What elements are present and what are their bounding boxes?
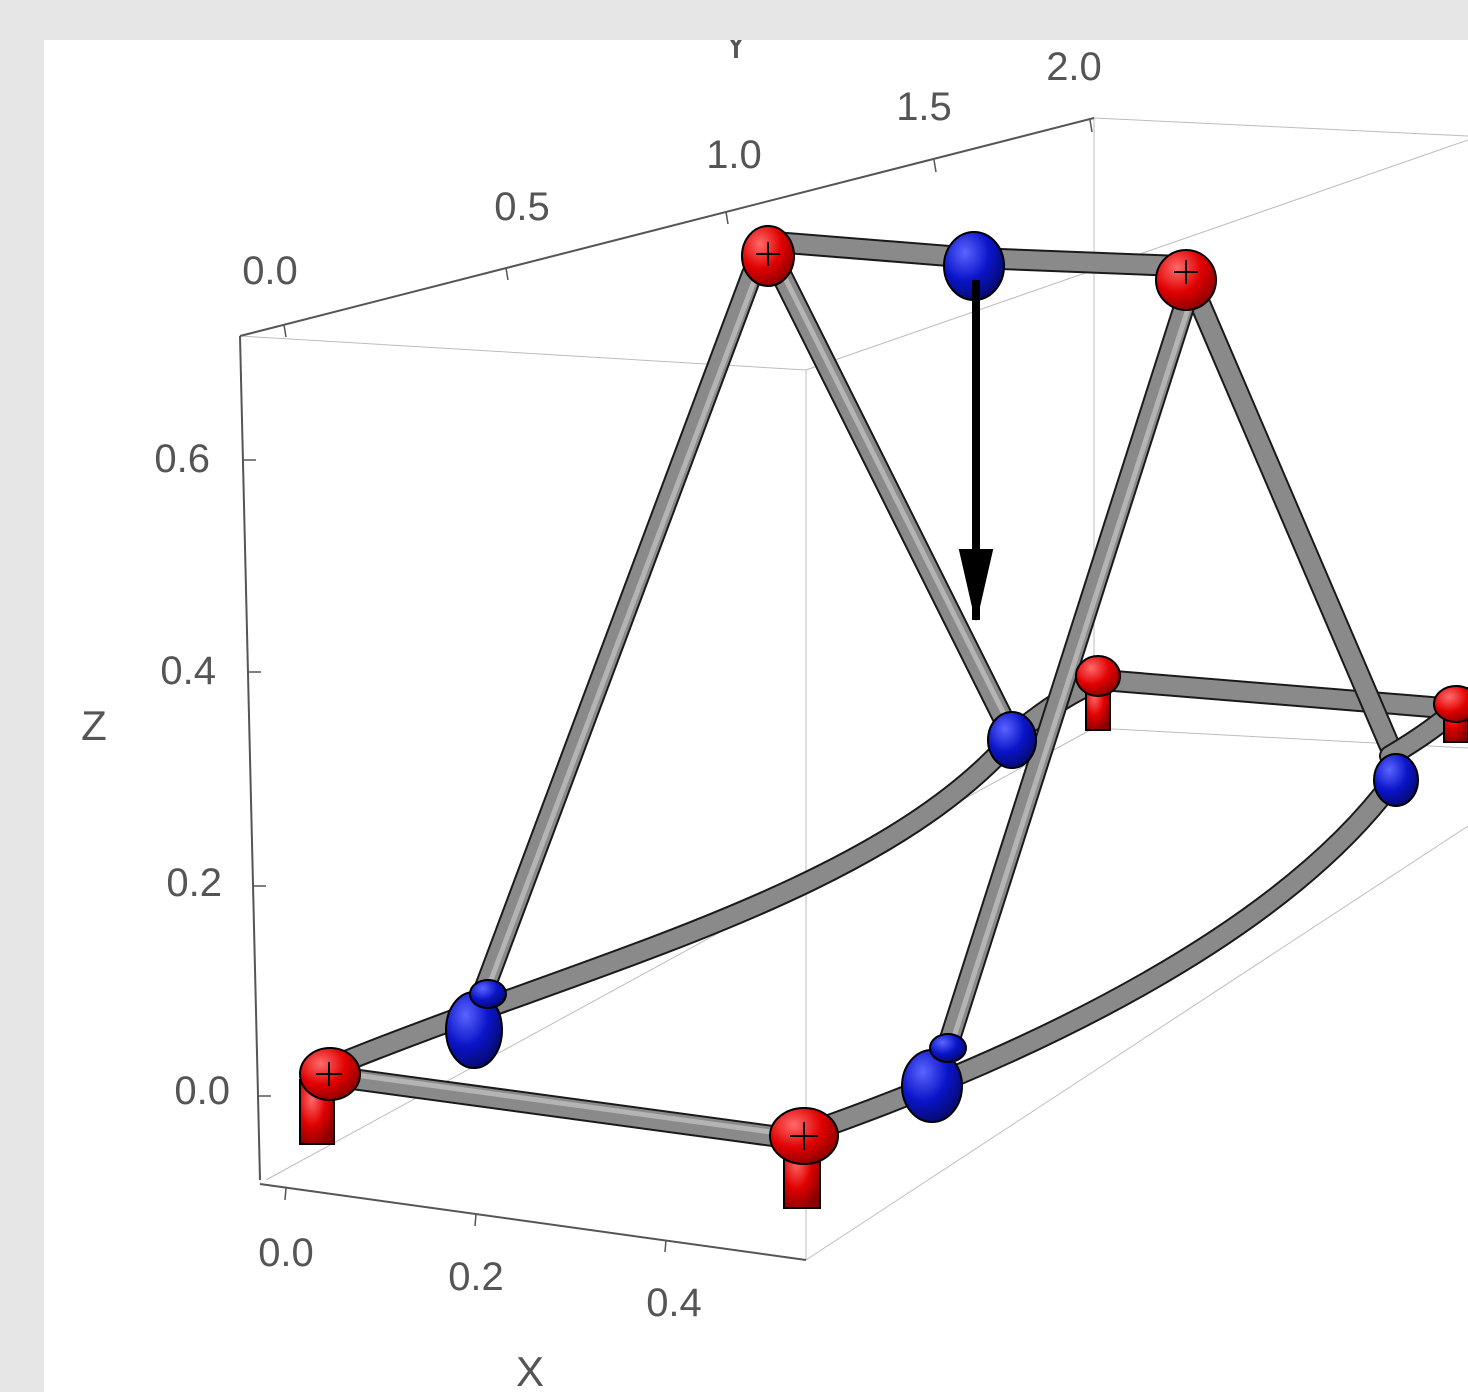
- y-axis-label: Y: [722, 40, 750, 67]
- rod-back-bottom: [1093, 671, 1468, 719]
- rod-curve-left: [315, 737, 1015, 1079]
- truss-rods-back: [763, 231, 1468, 767]
- fixed-joints: [299, 225, 1468, 1209]
- fixed-joint: [1075, 655, 1121, 731]
- y-tick-label: 0.5: [494, 185, 550, 229]
- z-tick-label: 0.6: [154, 437, 210, 481]
- y-axis-tick: [725, 211, 729, 225]
- free-joint: [1373, 753, 1419, 807]
- fixed-joint: [1433, 685, 1468, 743]
- y-axis-tick: [283, 324, 287, 338]
- free-joint: [445, 979, 507, 1069]
- y-axis-line: [239, 117, 1095, 337]
- rod-diagonal-right-front: [931, 279, 1199, 1079]
- box-edge: [805, 825, 1468, 1261]
- x-axis-tick: [664, 1239, 667, 1253]
- z-tick-label: 0.2: [166, 861, 222, 905]
- axes: 0.0 0.2 0.4 0.0 0.2 0.4 0.6 0.0 0.5 1.0 …: [81, 40, 1102, 1392]
- rod-bottom-front: [321, 1067, 811, 1149]
- rod-shine: [783, 277, 1013, 729]
- plot-viewport[interactable]: 0.0 0.2 0.4 0.0 0.2 0.4 0.6 0.0 0.5 1.0 …: [44, 40, 1468, 1392]
- free-joint: [901, 1033, 967, 1123]
- fixed-joint: [769, 1107, 839, 1209]
- y-axis-tick: [933, 159, 937, 173]
- truss-3d-plot: 0.0 0.2 0.4 0.0 0.2 0.4 0.6 0.0 0.5 1.0 …: [81, 40, 1468, 1392]
- rod-shine: [941, 287, 1197, 1071]
- x-axis-line: [259, 1183, 807, 1261]
- x-tick-label: 0.2: [448, 1255, 504, 1299]
- fixed-joint: [741, 225, 795, 287]
- rod-top-beam-right: [965, 249, 1189, 275]
- rod-shine: [331, 1069, 803, 1139]
- free-joints: [445, 231, 1419, 1123]
- z-tick-label: 0.0: [174, 1069, 230, 1113]
- y-axis-tick: [1089, 119, 1093, 133]
- y-tick-label: 0.0: [242, 249, 298, 293]
- x-axis-label: X: [516, 1348, 544, 1392]
- x-tick-label: 0.0: [258, 1231, 314, 1275]
- y-tick-label: 2.0: [1046, 45, 1102, 89]
- fixed-joint: [299, 1047, 361, 1145]
- z-axis-label: Z: [81, 702, 107, 749]
- free-joint: [987, 711, 1037, 769]
- fixed-joint: [1155, 249, 1217, 311]
- rod-shine: [485, 273, 759, 991]
- z-axis-line: [239, 335, 261, 1181]
- y-tick-label: 1.0: [706, 133, 762, 177]
- rod-top-beam-left: [765, 233, 983, 267]
- y-tick-label: 1.5: [896, 85, 952, 129]
- y-axis-tick: [505, 267, 509, 281]
- z-tick-label: 0.4: [160, 649, 216, 693]
- rod-diagonal-left: [475, 265, 761, 999]
- rod-top-diagonal-right: [1181, 271, 1403, 765]
- box-edge: [1093, 117, 1468, 137]
- x-axis-tick: [284, 1187, 287, 1201]
- load-arrow: [958, 280, 994, 621]
- x-axis-tick: [474, 1213, 477, 1227]
- x-tick-label: 0.4: [646, 1281, 702, 1325]
